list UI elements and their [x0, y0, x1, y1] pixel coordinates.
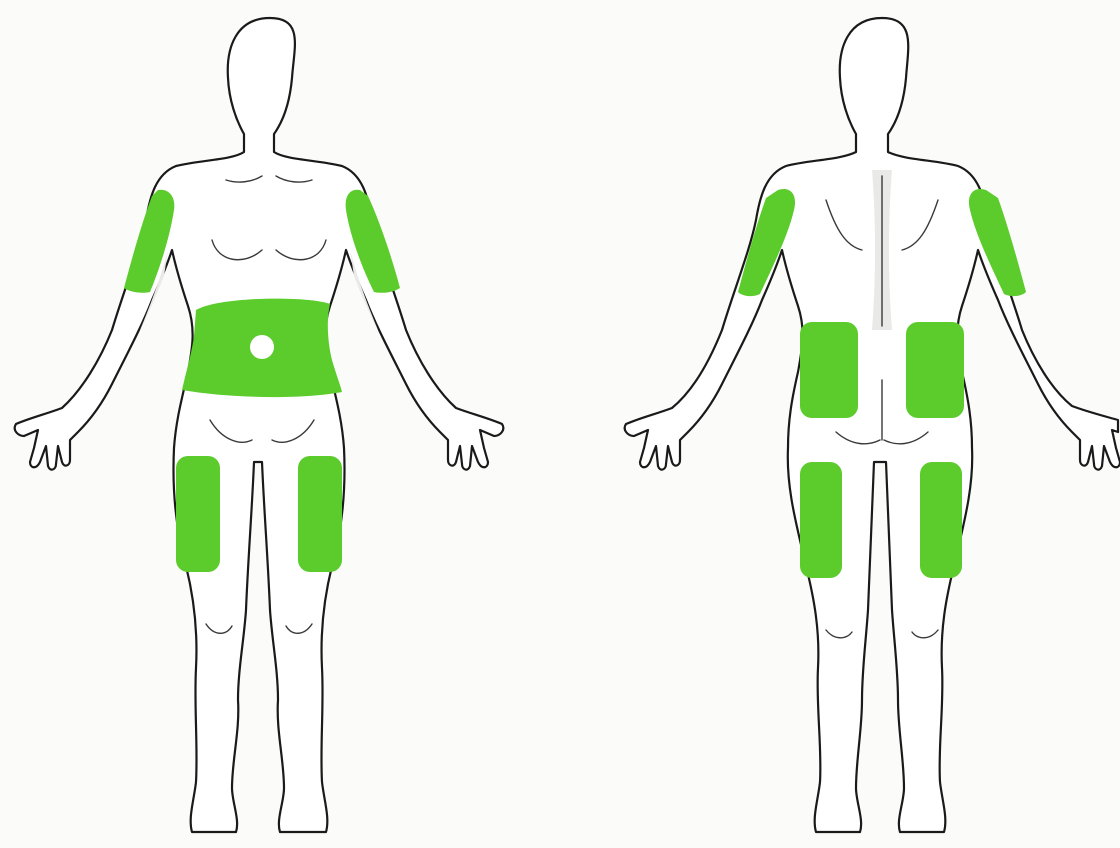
front-thigh-left-zone: [298, 456, 342, 572]
back-body-silhouette: [625, 18, 1120, 832]
back-buttock-upper-right-zone: [906, 322, 964, 418]
front-upper-arm-right-zone: [124, 190, 174, 293]
front-upper-arm-left-zone: [346, 190, 400, 293]
back-figure: [625, 18, 1120, 832]
front-figure: [15, 18, 504, 832]
back-buttock-upper-left-zone: [800, 322, 858, 418]
front-thigh-right-zone: [176, 456, 220, 572]
front-navel-circle: [250, 335, 274, 359]
front-body-silhouette: [15, 18, 504, 832]
back-thigh-left-zone: [800, 462, 842, 578]
back-thigh-right-zone: [920, 462, 962, 578]
